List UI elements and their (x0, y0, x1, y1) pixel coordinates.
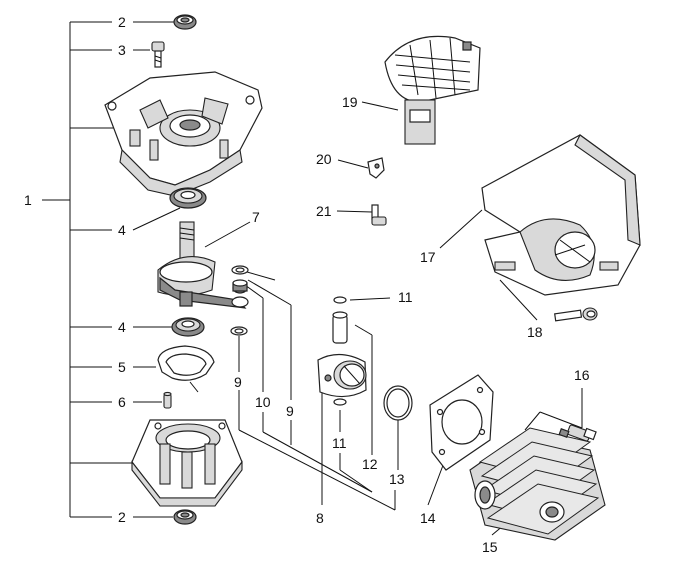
label-18: 18 (527, 324, 543, 340)
piston-pin-clip-bottom (333, 398, 347, 406)
label-15: 15 (482, 539, 498, 555)
lower-crankcase-housing (131, 419, 243, 507)
screw-21 (371, 204, 387, 226)
cover-bolt (554, 307, 598, 322)
label-9-right: 9 (286, 403, 294, 419)
leader-lines (42, 21, 583, 536)
bearing-upper (169, 187, 207, 209)
oil-seal-bottom (173, 509, 197, 525)
piston-pin (332, 311, 348, 344)
label-2-bottom: 2 (118, 509, 126, 525)
label-9-left: 9 (234, 374, 242, 390)
piston-ring (383, 385, 413, 421)
bearing-lower (171, 317, 205, 337)
label-7: 7 (252, 209, 260, 225)
label-4-upper: 4 (118, 222, 126, 238)
cylinder (469, 427, 606, 541)
label-17: 17 (420, 249, 436, 265)
thrust-washer-lower (230, 326, 248, 336)
label-1: 1 (24, 192, 32, 208)
label-4-lower: 4 (118, 319, 126, 335)
oil-seal-top (173, 14, 197, 30)
label-12: 12 (362, 456, 378, 472)
needle-bearing (232, 279, 248, 294)
label-6: 6 (118, 394, 126, 410)
label-20: 20 (316, 151, 332, 167)
spark-plug (558, 424, 597, 442)
label-2-top: 2 (118, 14, 126, 30)
label-21: 21 (316, 203, 332, 219)
crankshaft (157, 221, 249, 309)
screw-3 (151, 41, 165, 68)
label-8: 8 (316, 510, 324, 526)
piston (317, 353, 367, 398)
label-10: 10 (255, 394, 271, 410)
cylinder-cover (481, 134, 641, 296)
label-11-bottom: 11 (332, 435, 347, 451)
upper-crankcase-housing (104, 71, 263, 197)
crankcase-gasket (157, 345, 215, 393)
air-baffle (384, 35, 481, 145)
label-3: 3 (118, 42, 126, 58)
label-11-top: 11 (398, 289, 413, 305)
part-labels: 1 2 3 4 4 5 6 2 7 8 9 9 10 11 11 12 13 1… (24, 14, 590, 555)
dowel-pin (163, 391, 172, 409)
small-bracket (367, 157, 385, 179)
cylinder-gasket (429, 374, 494, 471)
piston-pin-clip-top (333, 296, 347, 304)
label-19: 19 (342, 94, 358, 110)
label-5: 5 (118, 359, 126, 375)
label-16: 16 (574, 367, 590, 383)
label-14: 14 (420, 510, 436, 526)
thrust-washer-upper (231, 265, 249, 275)
label-13: 13 (389, 471, 405, 487)
